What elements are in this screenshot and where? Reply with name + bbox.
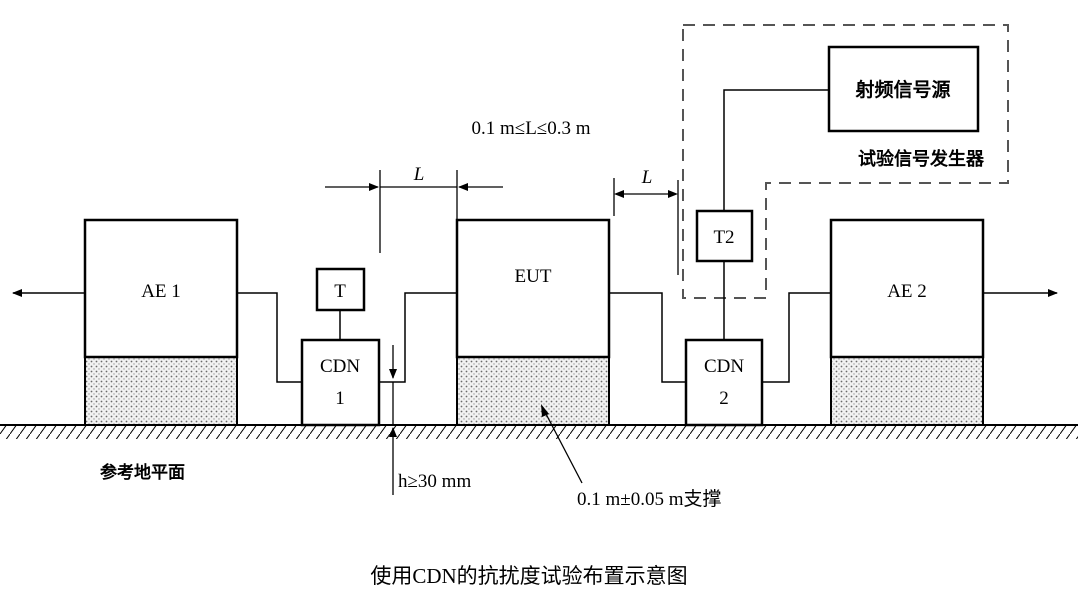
- ae1-label: AE 1: [141, 281, 181, 302]
- cdn1-unit: CDN 1: [300, 338, 381, 427]
- figure-caption: 使用CDN的抗扰度试验布置示意图: [370, 564, 687, 588]
- eut-label: EUT: [515, 266, 552, 287]
- ae1-unit: AE 1: [83, 218, 239, 426]
- t-label: T: [334, 281, 346, 302]
- ae2-box: [829, 218, 985, 359]
- rf-source-box: [827, 45, 980, 133]
- test-generator-boundary: [682, 24, 1009, 299]
- dimension-l-left: L: [325, 164, 503, 253]
- cdn2-number: 2: [719, 388, 729, 409]
- ae1-box: [83, 218, 239, 359]
- dim-l-left-label: L: [413, 164, 425, 185]
- reference-ground-label: 参考地平面: [100, 462, 185, 483]
- cabling: [237, 89, 831, 383]
- cdn1-label: CDN: [320, 356, 360, 377]
- test-generator-label: 试验信号发生器: [858, 148, 985, 170]
- distance-rule-label: 0.1 m≤L≤0.3 m: [471, 118, 590, 139]
- cdn1-box: [300, 338, 381, 427]
- support-leader-line: [544, 411, 583, 484]
- t2-label: T2: [713, 227, 734, 248]
- eut-support: [456, 356, 610, 426]
- cdn2-label: CDN: [704, 356, 744, 377]
- reference-ground-plane: [0, 424, 1078, 439]
- termination-t: T: [315, 267, 366, 340]
- ae1-support: [84, 356, 238, 426]
- ae2-label: AE 2: [887, 281, 927, 302]
- cdn2-box: [684, 338, 764, 427]
- t2-box: [695, 209, 754, 263]
- rf-source-label: 射频信号源: [854, 78, 950, 101]
- cdn1-number: 1: [335, 388, 345, 409]
- ae2-unit: AE 2: [829, 218, 985, 426]
- eut-box: [455, 218, 611, 359]
- eut-unit: EUT: [455, 218, 611, 426]
- height-rule-label: h≥30 mm: [398, 471, 471, 492]
- ae2-support: [830, 356, 984, 426]
- dimension-l-right: L: [613, 167, 679, 275]
- support-label: 0.1 m±0.05 m支撑: [577, 488, 722, 510]
- cdn2-unit: CDN 2: [684, 338, 764, 427]
- dim-l-right-label: L: [641, 167, 653, 188]
